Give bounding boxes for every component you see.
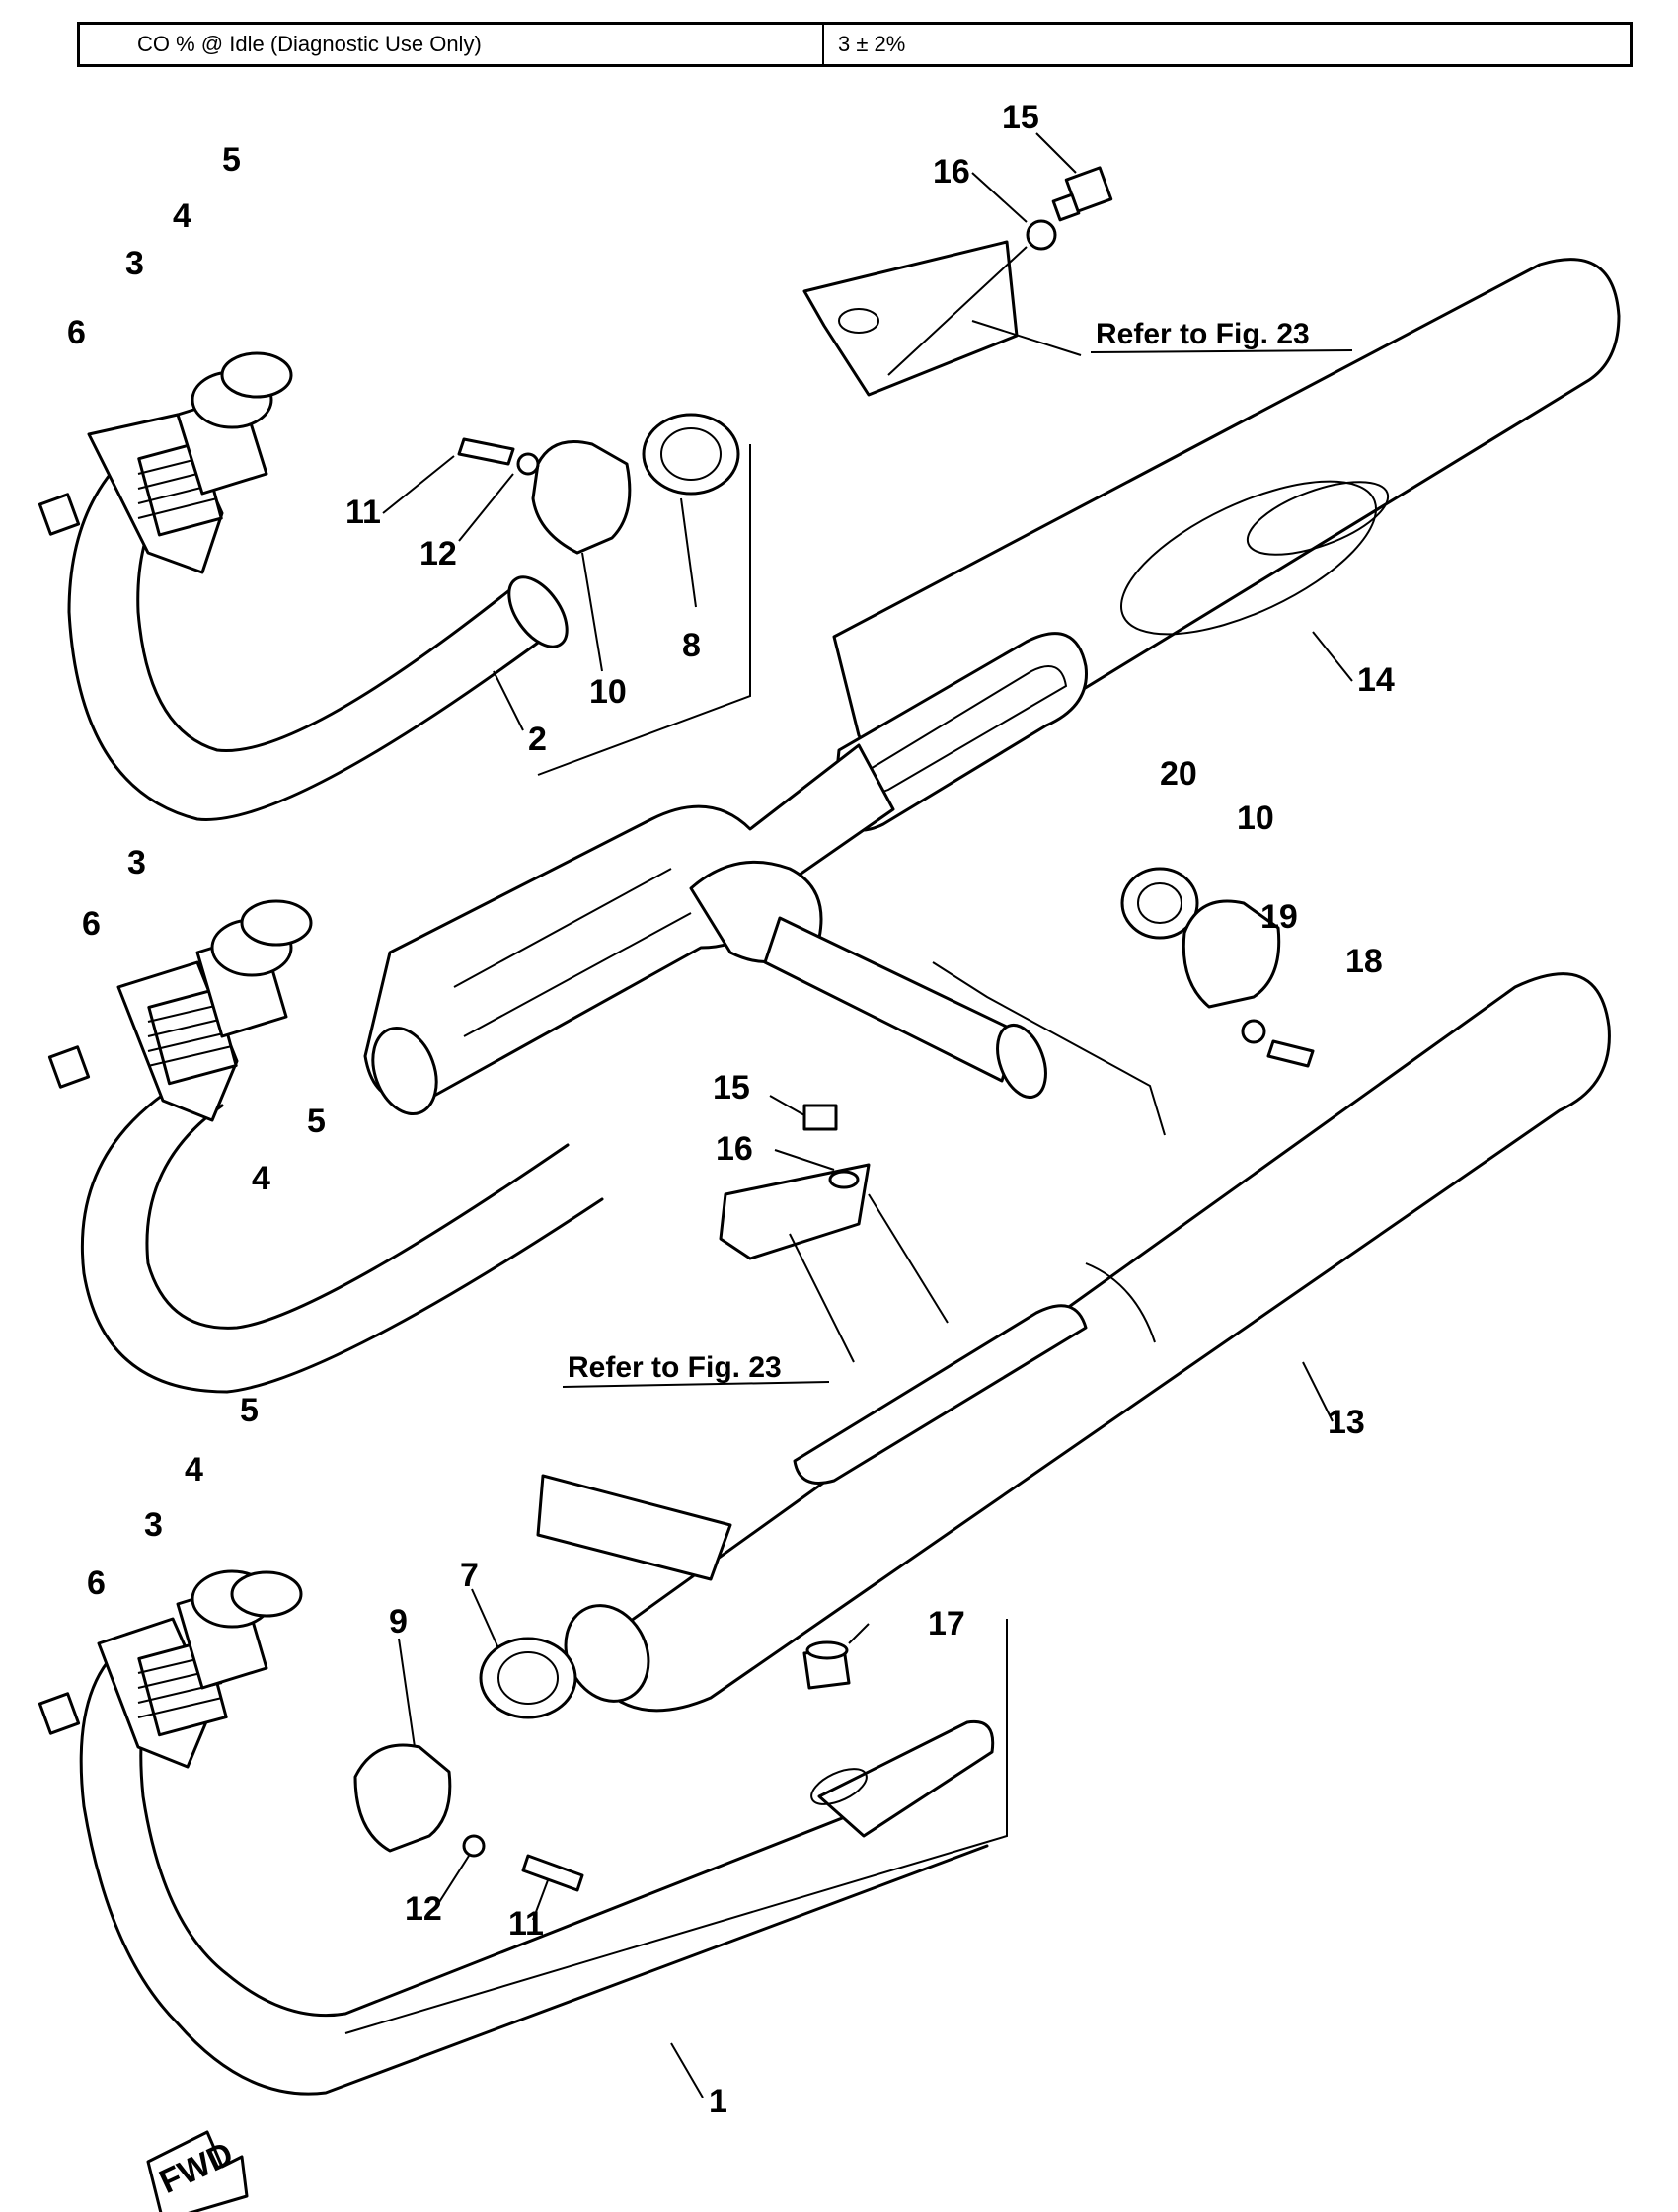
callout-14: 14 xyxy=(1357,661,1395,699)
callout-18: 18 xyxy=(1345,943,1383,980)
callout-16-top: 16 xyxy=(933,153,970,191)
bracket-upper xyxy=(802,240,1019,397)
exhaust-pipe-middle xyxy=(80,1074,604,1394)
callout-1: 1 xyxy=(709,2083,727,2120)
grommet-17 xyxy=(802,1640,851,1690)
callout-15-mid: 15 xyxy=(713,1069,750,1106)
callout-16-mid: 16 xyxy=(716,1130,753,1168)
callout-5-bot: 5 xyxy=(240,1392,259,1429)
callout-20: 20 xyxy=(1160,755,1197,793)
callout-10-right: 10 xyxy=(1237,800,1274,837)
callout-13: 13 xyxy=(1328,1404,1365,1441)
callout-8: 8 xyxy=(682,627,701,664)
leader-lines xyxy=(344,246,1166,2034)
callout-3-top: 3 xyxy=(125,245,144,282)
callout-2: 2 xyxy=(528,721,547,758)
gasket-8 xyxy=(642,413,740,496)
flange-group-middle xyxy=(47,899,313,1122)
callout-4-mid: 4 xyxy=(252,1160,270,1197)
callout-4-top: 4 xyxy=(173,197,191,235)
callout-11-top: 11 xyxy=(345,494,381,531)
callout-6-bot: 6 xyxy=(87,1564,106,1602)
callout-7: 7 xyxy=(460,1557,479,1594)
gasket-20 xyxy=(1120,867,1199,940)
clamp-10-top xyxy=(457,437,632,555)
callout-19: 19 xyxy=(1260,898,1298,936)
clamp-10-right xyxy=(1182,899,1315,1068)
callout-6-top: 6 xyxy=(67,314,86,351)
spec-label: CO % @ Idle (Diagnostic Use Only) xyxy=(80,25,824,64)
gasket-7 xyxy=(479,1637,577,1719)
clamp-9 xyxy=(353,1743,584,1892)
muffler-upper xyxy=(832,258,1621,832)
callout-3-bot: 3 xyxy=(144,1506,163,1544)
bracket-middle xyxy=(719,1163,871,1260)
exhaust-pipe-1 xyxy=(79,1637,995,2096)
fwd-arrow-icon: FWD xyxy=(146,2130,249,2212)
spec-table: CO % @ Idle (Diagnostic Use Only) 3 ± 2% xyxy=(77,22,1633,67)
callout-11-bot: 11 xyxy=(508,1905,544,1943)
callout-6-mid: 6 xyxy=(82,905,101,943)
callout-12-top: 12 xyxy=(420,535,457,572)
spec-value: 3 ± 2% xyxy=(838,32,906,56)
washer-16-top xyxy=(1026,219,1057,251)
reference-note-upper: Refer to Fig. 23 xyxy=(1096,318,1310,350)
callout-12-bot: 12 xyxy=(405,1890,442,1928)
callout-leaders xyxy=(382,132,1353,2098)
callout-10-top: 10 xyxy=(589,673,627,711)
callout-3-mid: 3 xyxy=(127,844,146,881)
callout-5-mid: 5 xyxy=(307,1103,326,1140)
callout-9: 9 xyxy=(389,1603,408,1640)
callout-17: 17 xyxy=(928,1605,965,1642)
callout-5-top: 5 xyxy=(222,141,241,179)
bolt-15-top xyxy=(1051,166,1113,222)
muffler-lower xyxy=(536,972,1611,1713)
flange-group-bottom xyxy=(38,1569,303,1769)
callout-4-bot: 4 xyxy=(185,1451,203,1488)
collector-upper xyxy=(363,743,1047,1116)
bolt-15-middle xyxy=(802,1104,838,1131)
reference-note-middle: Refer to Fig. 23 xyxy=(568,1351,782,1384)
callout-15-top: 15 xyxy=(1002,99,1039,136)
washer-16-middle xyxy=(828,1170,860,1189)
flange-group-top xyxy=(38,351,293,574)
